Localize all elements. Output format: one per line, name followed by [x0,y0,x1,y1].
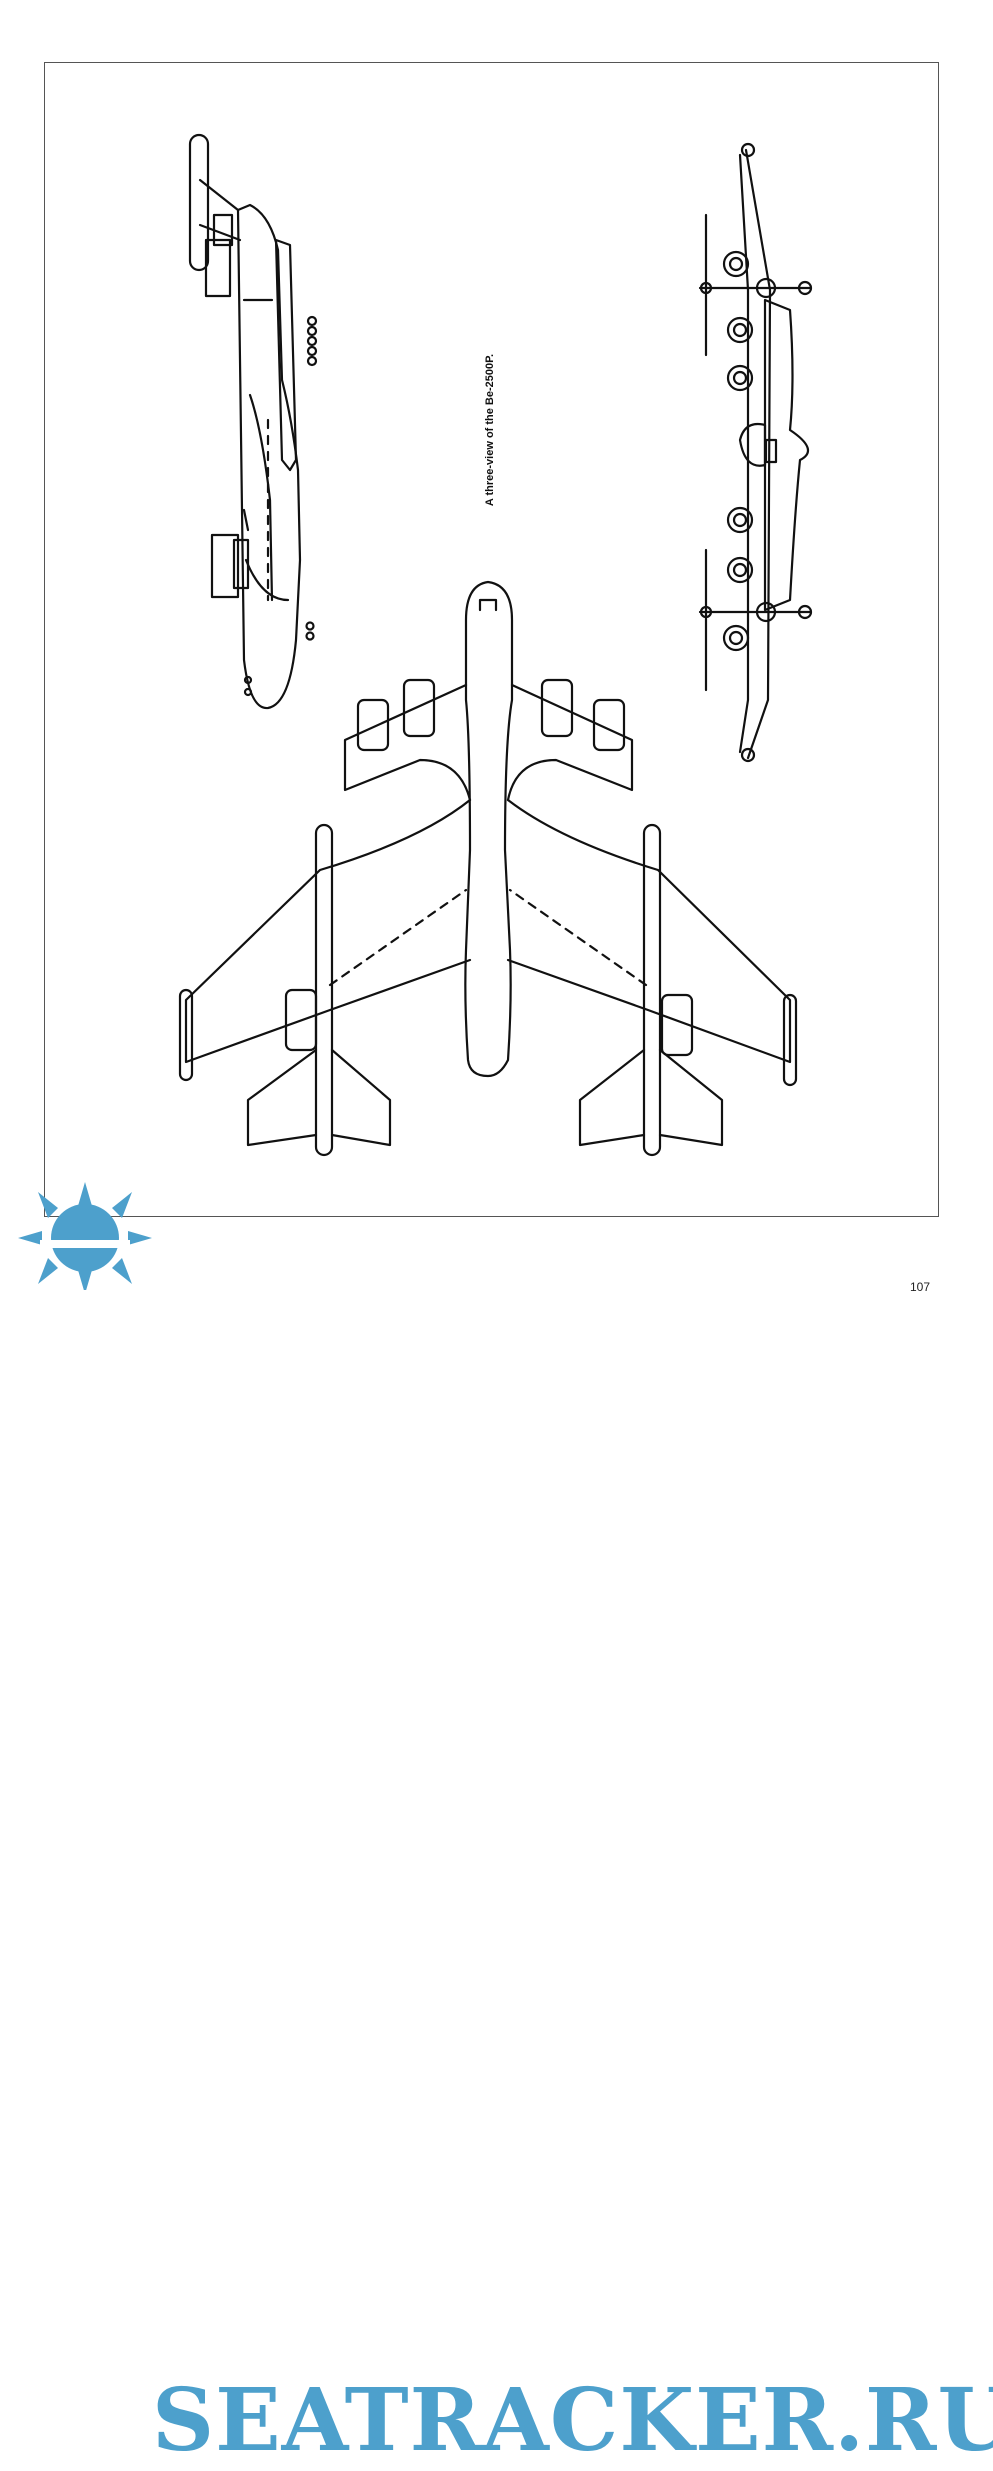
plan-view [178,580,798,1157]
watermark-text: SEATRACKER.RU [152,2370,993,2471]
front-view [698,142,813,763]
page-number: 107 [910,1280,931,1294]
seatracker-watermark: SEATRACKER.RU [0,1180,993,2464]
figure-caption: A three-view of the Be-2500P. [484,353,496,507]
be-2500p-three-view-drawing [178,133,813,1157]
sun-logo-icon [18,1182,152,1290]
side-view [188,133,318,710]
page-frame [44,62,939,1217]
engine-disc [722,250,754,652]
